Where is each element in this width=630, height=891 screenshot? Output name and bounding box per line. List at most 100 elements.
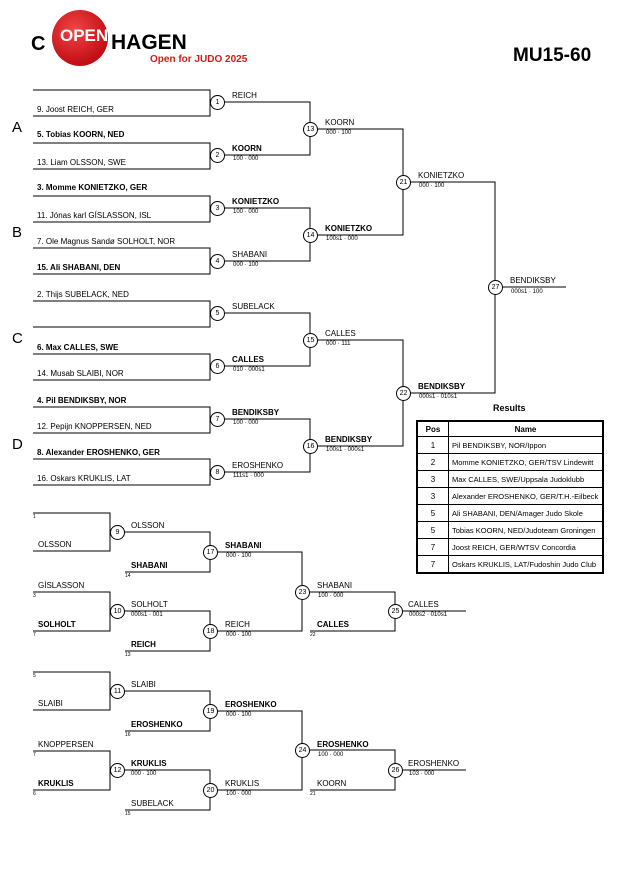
match-node: 10 <box>110 604 125 619</box>
rep-name: KRUKLIS <box>38 779 74 788</box>
winner-label: KOORN <box>232 144 262 153</box>
rep-name: KOORN <box>317 779 347 788</box>
winner-label: BENDIKSBY <box>232 408 280 417</box>
score: 100 · 000 <box>318 752 344 758</box>
score: 100 · 000 <box>318 593 344 599</box>
match-node: 5 <box>210 306 225 321</box>
entrant: 11. Jónas karl GÍSLASSON, ISL <box>37 211 152 220</box>
winner-label: KONIETZKO <box>418 171 465 180</box>
match-node: 6 <box>210 359 225 374</box>
score: 111s1 · 000 <box>233 473 264 479</box>
entrant: 15. Ali SHABANI, DEN <box>37 263 121 272</box>
rep-name: SOLHOLT <box>38 620 76 629</box>
seed-ref: 7 <box>33 632 36 638</box>
result-name: Alexander EROSHENKO, GER/T.H.-Eilbeck <box>448 487 604 505</box>
rep-name: SOLHOLT <box>131 600 168 609</box>
score: 000s1 · 100 <box>511 289 543 295</box>
match-node: 12 <box>110 763 125 778</box>
seed-ref: 16 <box>125 732 131 738</box>
rep-name: EROSHENKO <box>317 740 369 749</box>
logo-open: OPEN <box>60 26 109 45</box>
score: 000 · 111 <box>326 341 351 347</box>
entrant: 16. Oskars KRUKLIS, LAT <box>37 474 131 483</box>
group-d-label: D <box>12 436 23 453</box>
rep-name: OLSSON <box>131 521 165 530</box>
score: 000s1 · 001 <box>131 612 163 618</box>
result-pos: 2 <box>416 453 449 471</box>
match-node: 1 <box>210 95 225 110</box>
entrant: 9. Joost REICH, GER <box>37 105 114 114</box>
match-node: 16 <box>303 439 318 454</box>
results-title: Results <box>493 403 526 413</box>
rep-name: SHABANI <box>317 581 353 590</box>
entrant: 6. Max CALLES, SWE <box>37 343 119 352</box>
winner-label: BENDIKSBY <box>418 382 466 391</box>
group-c-label: C <box>12 330 23 347</box>
entrant: 8. Alexander EROSHENKO, GER <box>37 448 160 457</box>
seed-ref: 15 <box>125 811 131 817</box>
seed-ref: 13 <box>125 652 131 658</box>
score: 010 · 000s1 <box>233 367 265 373</box>
rep-name: CALLES <box>317 620 349 629</box>
rep-name: OLSSON <box>38 540 72 549</box>
score: 100s1 · 000s1 <box>326 447 365 453</box>
winner-label: BENDIKSBY <box>325 435 373 444</box>
result-name: Tobias KOORN, NED/Judoteam Groningen <box>448 521 604 539</box>
bronze-winner: CALLES <box>408 600 439 609</box>
winner-label: REICH <box>232 91 257 100</box>
match-node: 23 <box>295 585 310 600</box>
match-node: 8 <box>210 465 225 480</box>
result-name: Max CALLES, SWE/Uppsala Judoklubb <box>448 470 604 488</box>
entrant: 2. Thijs SUBELACK, NED <box>37 290 129 299</box>
result-name: Momme KONIETZKO, GER/TSV Lindewitt <box>448 453 604 471</box>
score: 000 · 100 <box>233 262 259 268</box>
result-name: Pil BENDIKSBY, NOR/Ippon <box>448 436 604 454</box>
match-node: 17 <box>203 545 218 560</box>
winner-label: KONIETZKO <box>232 197 280 206</box>
rep-name: EROSHENKO <box>131 720 183 729</box>
seed-ref: 22 <box>310 632 316 638</box>
rep-name: SLAIBI <box>131 680 156 689</box>
winner-label: CALLES <box>325 329 356 338</box>
seed-ref: 5 <box>33 673 36 679</box>
seed-ref: 1 <box>33 514 36 520</box>
rep-name: KNOPPERSEN <box>38 740 94 749</box>
result-pos: 3 <box>416 470 449 488</box>
match-node: 25 <box>388 604 403 619</box>
score: 100 · 000 <box>233 156 259 162</box>
champion-label: BENDIKSBY <box>510 276 556 285</box>
bronze-winner: EROSHENKO <box>408 759 460 768</box>
logo-circle <box>52 10 108 66</box>
seed-ref: 3 <box>33 593 36 599</box>
match-node: 9 <box>110 525 125 540</box>
results-header-name: Name <box>448 420 604 437</box>
match-node: 13 <box>303 122 318 137</box>
result-name: Ali SHABANI, DEN/Amager Judo Skole <box>448 504 604 522</box>
rep-name: KRUKLIS <box>131 759 167 768</box>
match-node: 26 <box>388 763 403 778</box>
score: 100s1 · 000 <box>326 236 358 242</box>
match-node: 24 <box>295 743 310 758</box>
score: 000 · 100 <box>131 771 157 777</box>
entrant: 4. Pil BENDIKSBY, NOR <box>37 396 127 405</box>
entrant: 12. Pepijn KNOPPERSEN, NED <box>37 422 152 431</box>
category-title: MU15-60 <box>513 45 592 66</box>
seed-ref: 14 <box>125 573 131 579</box>
score: 100 · 000 <box>233 209 259 215</box>
result-pos: 7 <box>416 538 449 556</box>
logo-subtitle: Open for JUDO 2025 <box>150 54 248 65</box>
result-name: Joost REICH, GER/WTSV Concordia <box>448 538 604 556</box>
result-pos: 3 <box>416 487 449 505</box>
rep-name: SHABANI <box>225 541 262 550</box>
winner-label: KONIETZKO <box>325 224 373 233</box>
winner-label: SUBELACK <box>232 302 275 311</box>
entrant: 13. Liam OLSSON, SWE <box>37 158 126 167</box>
score: 100 · 000 <box>226 791 252 797</box>
